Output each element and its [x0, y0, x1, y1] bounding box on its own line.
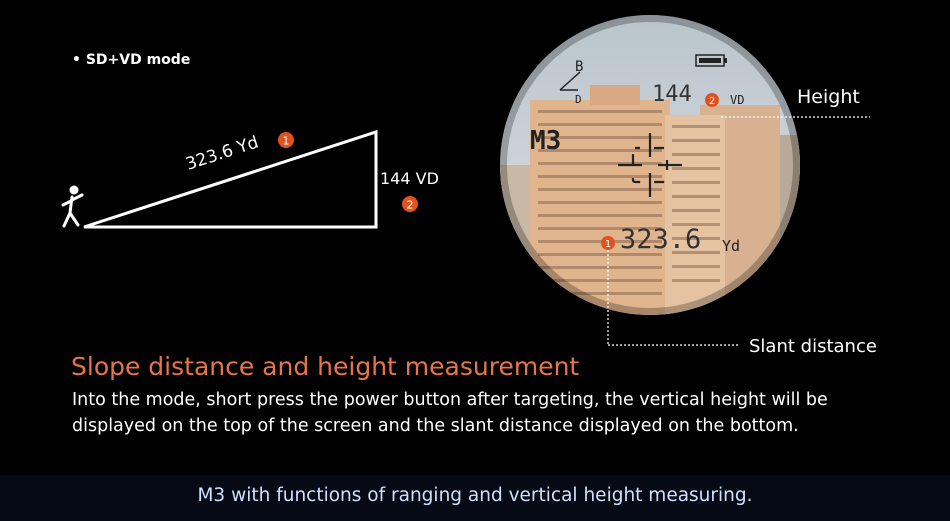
slant-callout-label: Slant distance — [749, 336, 877, 357]
slope-triangle — [83, 129, 378, 229]
description: Into the mode, short press the power but… — [72, 390, 828, 436]
indicator-d: D — [575, 93, 582, 106]
scope-bottom-value: 323.6 — [620, 224, 701, 255]
marker-1-text: 1 — [283, 135, 290, 148]
indicator-b: B — [575, 59, 583, 75]
scope-top-unit: VD — [730, 93, 744, 107]
marker-2-text: 2 — [407, 199, 414, 212]
height-value-label: 144 VD — [380, 169, 439, 188]
headline: Slope distance and height measurement — [71, 352, 580, 381]
marker-1-diagram — [278, 132, 294, 148]
mode-label: • SD+VD mode — [72, 52, 191, 68]
crosshair-icon — [618, 133, 682, 197]
height-callout-label: Height — [797, 86, 860, 108]
battery-icon — [695, 54, 727, 67]
footer-band: M3 with functions of ranging and vertica… — [0, 475, 950, 521]
scope-mode: M3 — [530, 126, 561, 156]
marker-2-scope-text: 2 — [709, 96, 715, 107]
scope-view: B D M3 144 VD 323.6 Yd 2 1 — [500, 15, 800, 315]
scope-bottom-unit: Yd — [722, 237, 740, 255]
marker-2-diagram — [402, 196, 418, 212]
scope-top-value: 144 — [652, 82, 692, 107]
marker-1-scope — [601, 236, 615, 250]
triangle-diagram: 323.6 Yd 1 144 VD 2 — [61, 129, 439, 229]
person-icon — [61, 185, 84, 228]
marker-2-scope — [705, 93, 719, 107]
marker-1-scope-text: 1 — [605, 239, 611, 250]
footer-text: M3 with functions of ranging and vertica… — [197, 485, 753, 506]
